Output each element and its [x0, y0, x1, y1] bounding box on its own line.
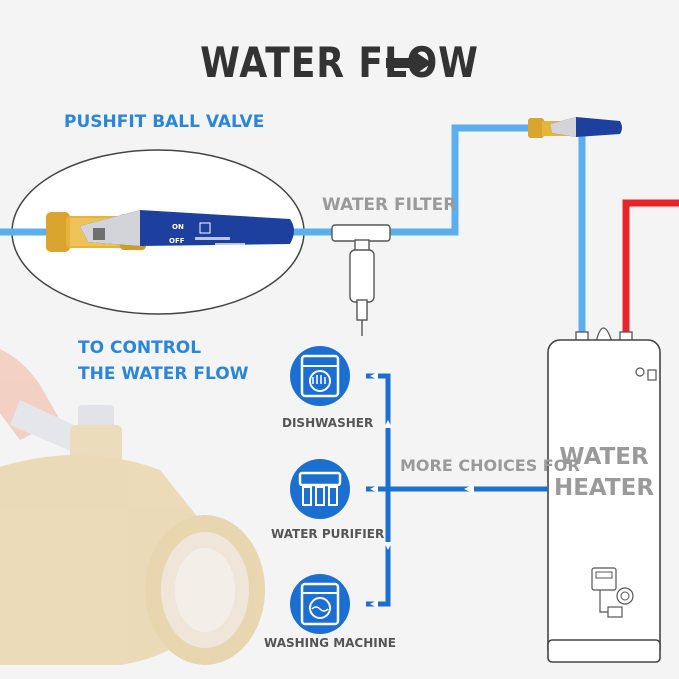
valve-on-label: ON	[172, 223, 184, 231]
valve-off-label: OFF	[169, 237, 185, 245]
hot-water-pipe	[622, 199, 679, 336]
washing-machine-icon	[290, 574, 350, 634]
water-filter-icon	[331, 224, 391, 336]
water-purifier-icon	[290, 459, 350, 519]
page-title: WATER FLOW	[200, 38, 479, 87]
water-purifier-label: WATER PURIFIER	[271, 527, 385, 541]
appliance-branch-pipe	[366, 373, 548, 607]
valve-title: PUSHFIT BALL VALVE	[64, 112, 265, 132]
dishwasher-label: DISHWASHER	[282, 416, 374, 430]
control-line-2: THE WATER FLOW	[78, 364, 249, 384]
large-valve-image	[0, 349, 265, 665]
top-valve-icon	[528, 117, 622, 138]
flow-arrow-icon	[386, 51, 432, 75]
washing-machine-label: WASHING MACHINE	[264, 636, 396, 650]
heater-line-2: HEATER	[553, 475, 655, 501]
cold-water-pipe	[0, 124, 586, 340]
inset-valve-icon: ON OFF	[46, 210, 294, 252]
control-line-1: TO CONTROL	[78, 338, 202, 358]
heater-label: WATER HEATER	[552, 442, 656, 504]
heater-line-1: WATER	[559, 444, 649, 470]
water-heater-icon	[547, 327, 661, 663]
dishwasher-icon	[290, 346, 350, 406]
more-choices-label: MORE CHOICES FOR	[400, 456, 580, 475]
filter-label: WATER FILTER	[322, 195, 457, 215]
